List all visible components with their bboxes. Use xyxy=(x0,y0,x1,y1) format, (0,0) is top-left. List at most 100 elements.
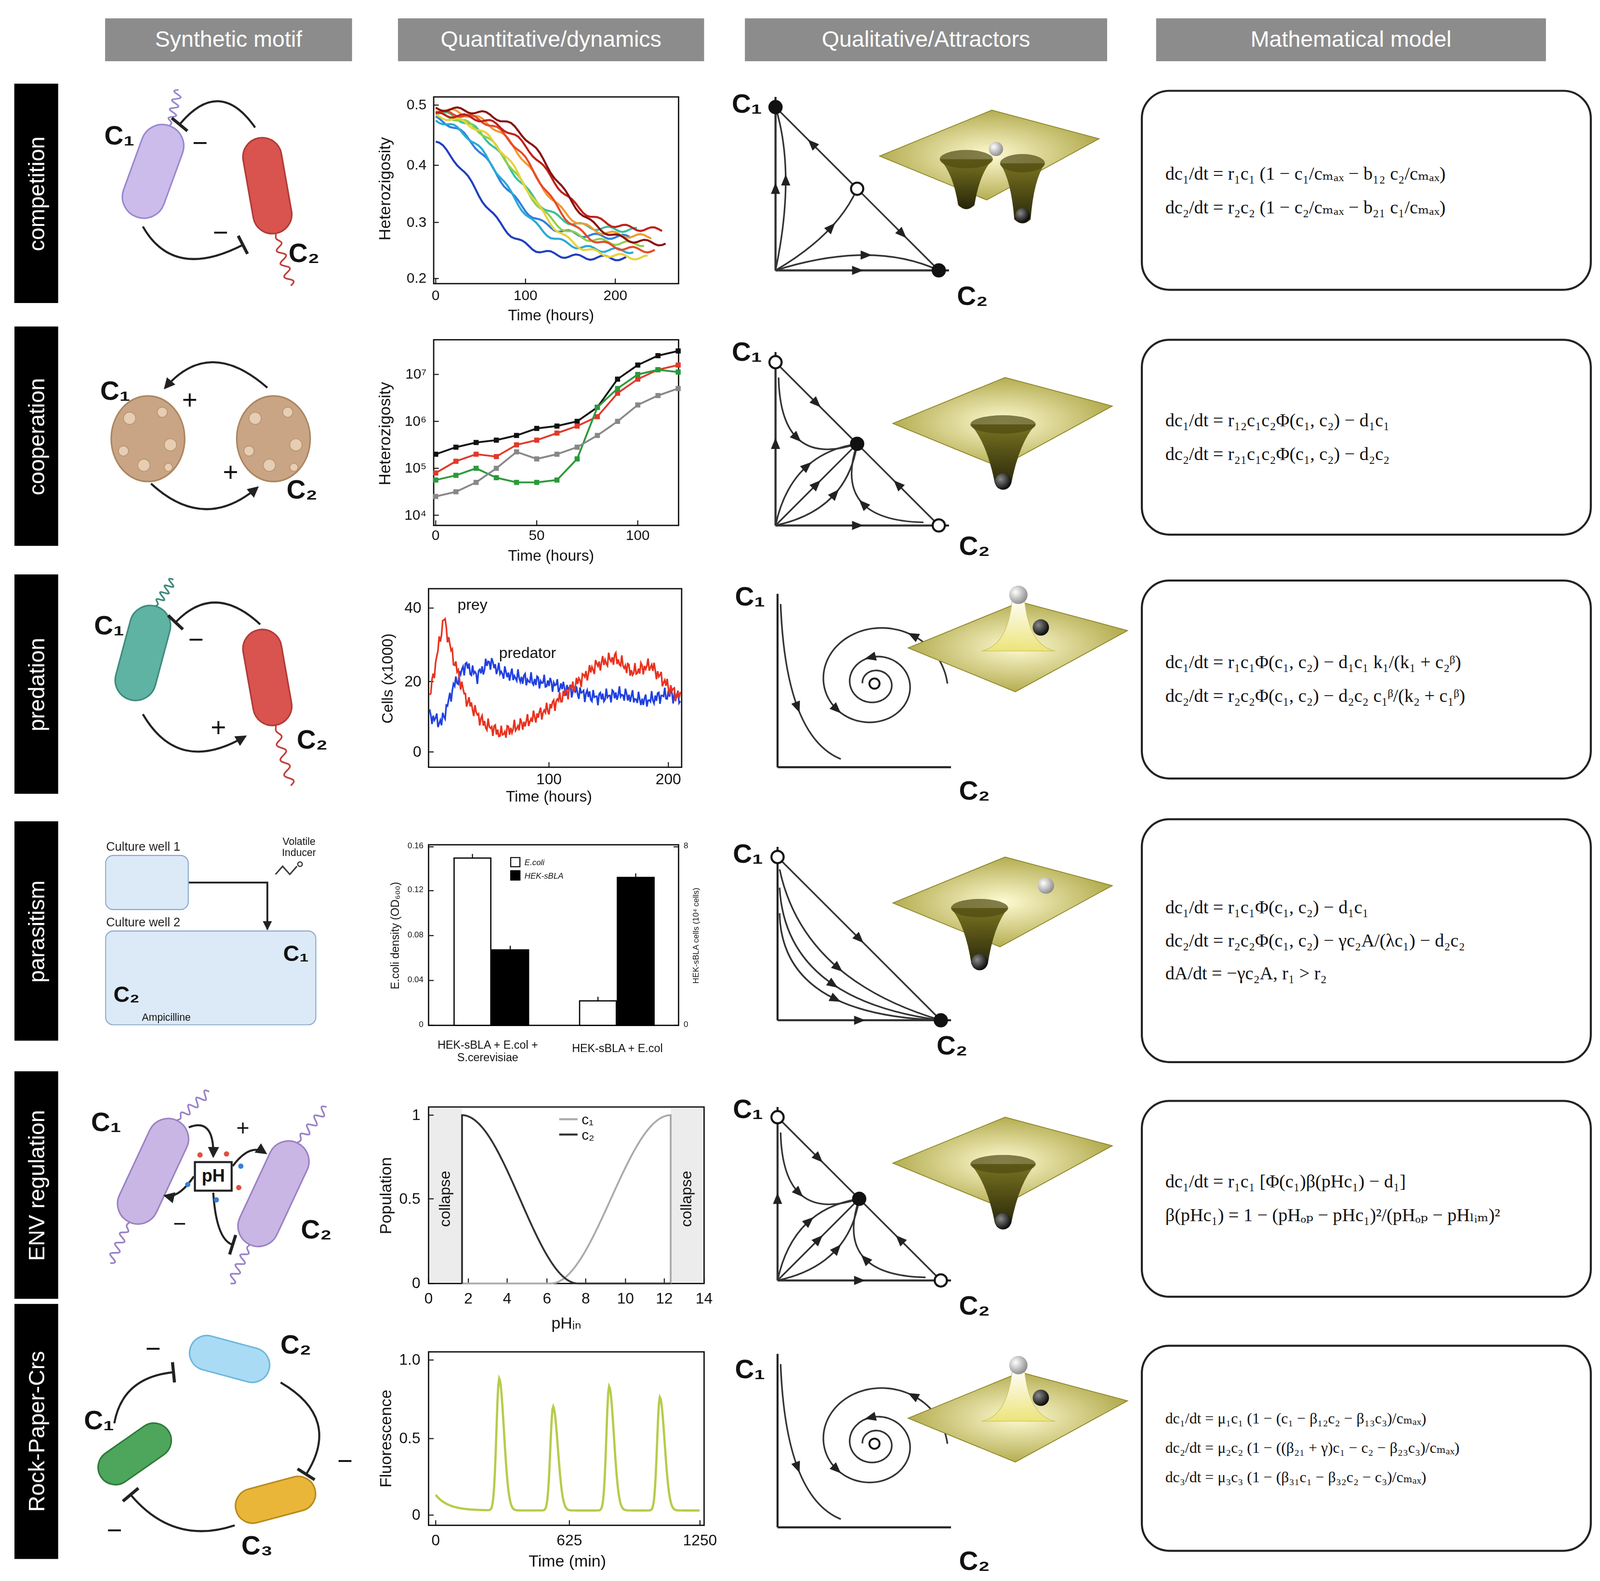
species-label: C₂ xyxy=(296,725,328,755)
chart-text: 0 xyxy=(411,1507,421,1524)
chart-text: Time (hours) xyxy=(507,547,595,565)
equation: dc₁/dt = r₁₂c₁c₂Φ(c₁, c₂) − d₁c₁ xyxy=(1165,409,1390,432)
stable-ball xyxy=(1032,1389,1049,1407)
stable-ball xyxy=(1032,619,1049,636)
flow-arrowhead xyxy=(863,651,877,664)
interaction-arrow xyxy=(165,362,268,388)
axis-title: HEK-sBLA cells (10⁴ cells) xyxy=(692,887,702,984)
tick xyxy=(433,222,439,224)
unstable-point xyxy=(869,678,880,689)
flow-arrowhead xyxy=(811,1151,826,1166)
stable-point xyxy=(934,1014,947,1027)
data-marker xyxy=(634,402,641,408)
flow-arrowhead xyxy=(831,961,846,976)
chart-text: 1 xyxy=(411,1106,421,1124)
equation: dc₂/dt = r₂c₂ (1 − c₂/cₘₐₓ − b₂₁ c₁/cₘₐₓ… xyxy=(1165,196,1446,218)
node-text: Synthetic motif xyxy=(155,26,303,53)
bacterium-cell xyxy=(231,1472,320,1528)
legend-text: c₁ xyxy=(581,1110,594,1128)
species-label: C₂ xyxy=(113,982,140,1007)
chart-text: 0 xyxy=(412,743,422,761)
species-label: C₂ xyxy=(959,776,991,806)
data-marker xyxy=(554,451,560,458)
data-marker xyxy=(453,444,459,450)
stable-ball xyxy=(994,1213,1012,1230)
interaction-sign: − xyxy=(188,625,204,655)
equation: dc₁/dt = r₁c₁Φ(c₁, c₂) − d₁c₁ k₁/(k₁ + c… xyxy=(1165,652,1462,674)
trajectory xyxy=(775,443,858,526)
bud-scar xyxy=(263,459,276,472)
node-text: competition xyxy=(23,135,50,251)
equation: dc₁/dt = r₁c₁Φ(c₁, c₂) − d₁c₁ xyxy=(1165,897,1369,919)
chart-text: 200 xyxy=(655,771,682,789)
equation: dA/dt = −γc₂A, r₁ > r₂ xyxy=(1165,963,1327,985)
interaction-arrow xyxy=(114,1372,174,1424)
flagellum xyxy=(230,1244,251,1284)
flow-arrowhead xyxy=(770,182,781,194)
tick xyxy=(427,1278,429,1284)
data-marker xyxy=(655,393,661,399)
error-bar xyxy=(509,945,511,950)
interaction-sign: + xyxy=(223,457,239,488)
ion-dot xyxy=(224,1151,230,1157)
trajectory xyxy=(775,443,858,526)
ph-box: pH xyxy=(193,1161,233,1192)
tick xyxy=(428,1114,435,1116)
chart-text: 0.4 xyxy=(406,157,427,174)
interaction-sign: + xyxy=(182,385,198,415)
data-marker xyxy=(493,475,500,481)
bud-scar xyxy=(157,407,168,418)
inducer-molecule xyxy=(297,861,303,867)
chart-text: 40 xyxy=(404,599,422,617)
chart-text: Ampicilline xyxy=(142,1011,191,1023)
data-marker xyxy=(655,367,661,373)
tick xyxy=(433,104,439,106)
species-label: C₂ xyxy=(286,475,318,505)
data-marker xyxy=(514,442,520,448)
tick xyxy=(428,1025,435,1027)
flow-arrowhead xyxy=(852,520,864,530)
interaction-sign: + xyxy=(236,1116,250,1141)
trajectory xyxy=(775,362,858,444)
data-marker xyxy=(453,458,459,464)
trajectory xyxy=(780,1132,860,1205)
trajectory xyxy=(775,188,858,271)
node-text: Qualitative/Attractors xyxy=(821,26,1031,53)
flow-arrowhead xyxy=(855,496,871,512)
flow-arrowhead xyxy=(804,136,820,151)
chart-text: 1250 xyxy=(683,1532,718,1550)
unstable-point xyxy=(934,1274,947,1287)
chart-text: 0.5 xyxy=(406,97,427,114)
energy-landscape xyxy=(892,377,1112,490)
tick xyxy=(428,890,435,892)
axis-title: collapse xyxy=(436,1170,454,1228)
axis xyxy=(777,1354,952,1528)
data-marker xyxy=(514,449,520,455)
tick xyxy=(673,1025,679,1027)
legend-entry: HEK-sBLA xyxy=(510,870,564,881)
interaction-sign: − xyxy=(145,1334,161,1364)
stable-point xyxy=(850,437,863,450)
species-label: C₁ xyxy=(731,337,763,367)
interaction-arrow xyxy=(130,1494,235,1532)
interaction-sign: − xyxy=(337,1446,353,1477)
landscape-sheet xyxy=(892,857,1112,947)
axis xyxy=(777,594,952,768)
bud-scar xyxy=(243,446,254,457)
species-label: C₁ xyxy=(283,941,309,967)
axis-title: E.coli density (OD₆₀₀) xyxy=(388,882,402,990)
equation: dc₃/dt = μ₃c₃ (1 − (β₃₁c₁ − β₃₂c₂ − c₃)/… xyxy=(1165,1469,1427,1488)
charts xyxy=(428,96,705,1526)
trajectory xyxy=(775,106,858,189)
chart-text: 8 xyxy=(581,1290,591,1308)
equation: dc₁/dt = r₁c₁ [Φ(c₁)β(pHc₁) − d₁] xyxy=(1165,1171,1406,1193)
interaction-arrow xyxy=(232,1150,266,1167)
chart-text: predator xyxy=(499,644,556,662)
chart-text: 0.3 xyxy=(406,214,427,231)
flow-arrowhead xyxy=(852,931,867,947)
phase-portrait xyxy=(777,1354,952,1528)
legend-swatch xyxy=(510,857,521,868)
bud-scar xyxy=(290,463,299,472)
data-marker xyxy=(493,465,500,472)
flow-arrowhead xyxy=(863,1412,877,1424)
